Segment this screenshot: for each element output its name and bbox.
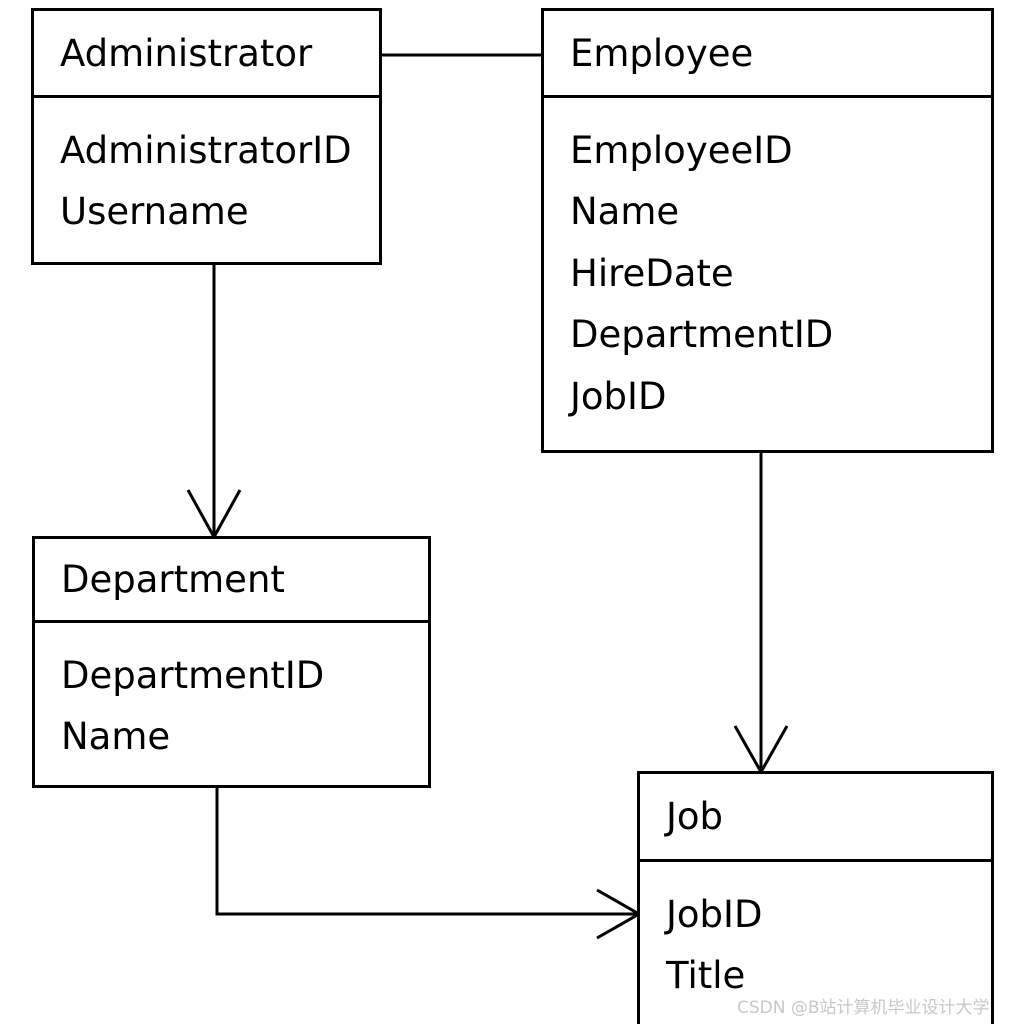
attribute-row: AdministratorID	[60, 129, 352, 172]
connector-department-job	[215, 788, 640, 940]
connector-administrator-department	[186, 265, 242, 538]
attribute-row: Username	[60, 190, 249, 234]
entity-job-attributes: JobID Title	[640, 862, 991, 1007]
entity-employee[interactable]: Employee EmployeeID Name HireDate Depart…	[541, 8, 994, 453]
attribute-row: JobID	[570, 374, 667, 418]
attribute-row: HireDate	[570, 251, 734, 295]
entity-administrator[interactable]: Administrator AdministratorID Username	[31, 8, 382, 265]
entity-administrator-title: Administrator	[60, 31, 313, 75]
crow-foot-marker-job-top	[733, 725, 789, 773]
attribute-row: Title	[666, 954, 746, 998]
entity-administrator-attributes: AdministratorID Username	[34, 98, 379, 243]
entity-job-header: Job	[640, 774, 991, 862]
entity-administrator-header: Administrator	[34, 11, 379, 98]
entity-job-title: Job	[666, 795, 724, 838]
entity-employee-attributes: EmployeeID Name HireDate DepartmentID Jo…	[544, 98, 991, 428]
attribute-row: Name	[570, 190, 680, 234]
attribute-row: JobID	[666, 893, 763, 936]
entity-department-header: Department	[35, 539, 428, 623]
entity-job[interactable]: Job JobID Title	[637, 771, 994, 1024]
crow-foot-marker-department	[186, 489, 242, 538]
attribute-row: DepartmentID	[61, 654, 325, 697]
watermark-label: CSDN @B站计算机毕业设计大学	[737, 998, 990, 1018]
connector-employee-job	[733, 453, 789, 773]
entity-employee-header: Employee	[544, 11, 991, 98]
entity-department[interactable]: Department DepartmentID Name	[32, 536, 431, 788]
attribute-row: DepartmentID	[570, 313, 834, 357]
attribute-row: EmployeeID	[570, 129, 793, 172]
entity-department-attributes: DepartmentID Name	[35, 623, 428, 768]
entity-department-title: Department	[61, 558, 285, 601]
entity-employee-title: Employee	[570, 31, 754, 75]
attribute-row: Name	[61, 715, 171, 759]
crow-foot-marker-job-left	[596, 888, 640, 940]
